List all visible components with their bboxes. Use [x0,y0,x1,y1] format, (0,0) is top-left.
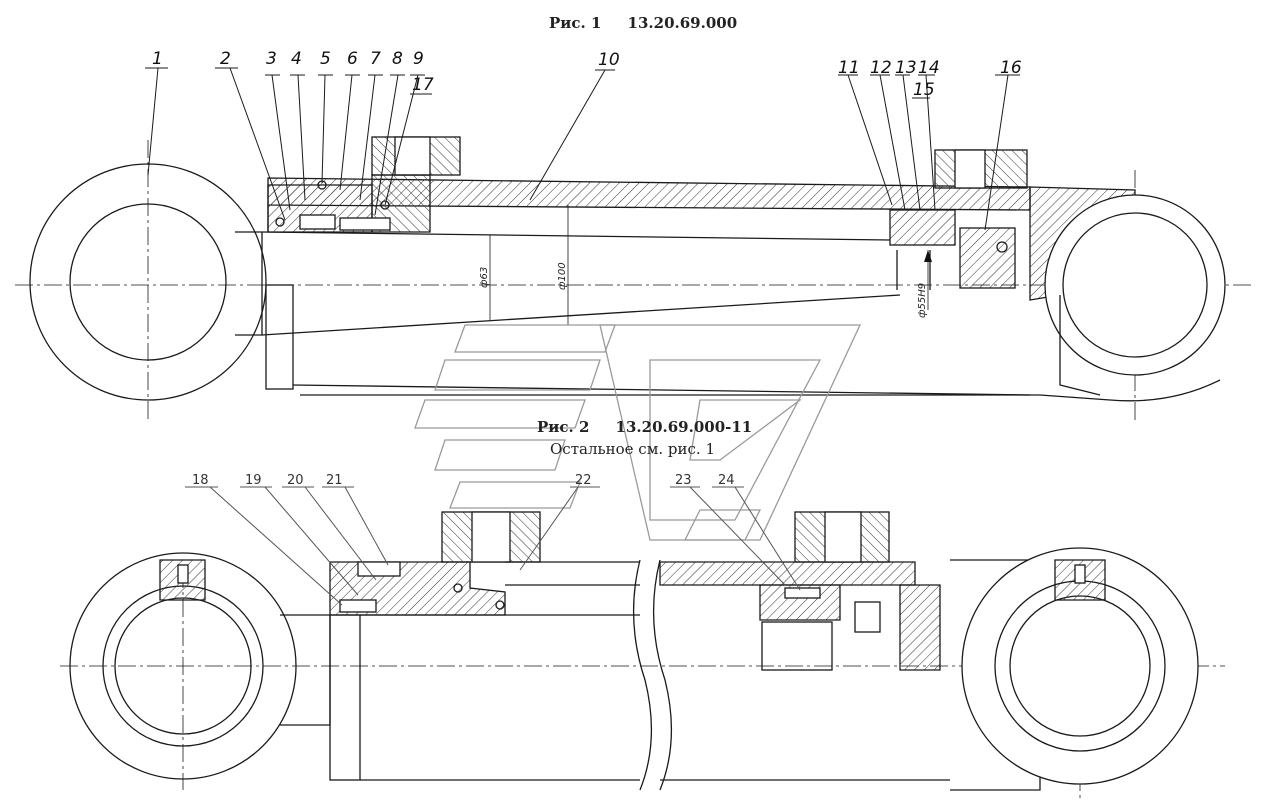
callout-1: 1 [152,49,163,69]
figure-2-callouts: 18 19 20 21 22 23 24 [192,473,735,488]
figure-1-callouts: 1 2 3 4 5 6 7 8 9 17 10 11 12 13 14 15 1… [152,49,1022,100]
left-eye-fig2 [69,552,297,780]
callout-13: 13 [895,58,917,78]
callout-19: 19 [245,473,262,488]
callout-18: 18 [192,473,209,488]
callout-20: 20 [287,473,304,488]
figure-2-subtitle: Остальное см. рис. 1 [550,440,715,458]
dim-rod-diameter: ф63 [479,267,490,288]
figure-1-leaders [145,67,1020,231]
figure-1 [15,136,1255,420]
callout-5: 5 [320,49,331,69]
callout-24: 24 [718,473,735,488]
callout-8: 8 [392,49,403,69]
figure-1-title: Рис. 1 13.20.69.000 [549,14,738,32]
left-rod-eye [29,163,267,401]
callout-17: 17 [412,75,434,95]
callout-6: 6 [347,49,358,69]
figure-2 [60,511,1225,800]
callout-15: 15 [913,80,935,100]
callout-23: 23 [675,473,692,488]
callout-11: 11 [838,58,860,78]
callout-4: 4 [291,49,302,69]
callout-22: 22 [575,473,592,488]
callout-12: 12 [870,58,892,78]
callout-10: 10 [598,50,620,70]
callout-9: 9 [413,49,424,69]
figure-2-title: Рис. 2 13.20.69.000-11 [537,418,753,436]
watermark-logo [414,324,862,541]
right-eye-fig2 [961,547,1199,785]
gland-fig2 [329,511,640,616]
callout-2: 2 [220,49,231,69]
right-clevis [1029,186,1226,402]
piston-assembly [889,149,1028,290]
callout-14: 14 [918,58,940,78]
dim-pin-diameter: ф55Н9 [917,283,928,318]
callout-21: 21 [326,473,343,488]
dim-bore-diameter: ф100 [557,262,568,290]
tube-fig2 [659,511,1041,791]
piston-rod [261,231,1031,396]
callout-7: 7 [370,49,381,69]
callout-16: 16 [1000,58,1022,78]
callout-3: 3 [266,49,277,69]
figure-2-leaders [185,486,801,606]
